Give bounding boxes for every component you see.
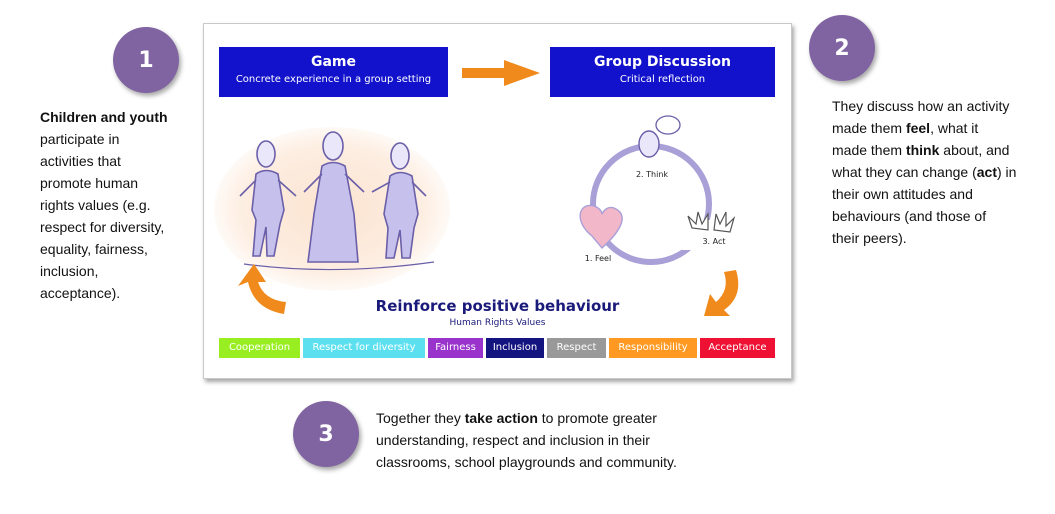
step-3-circle: 3 [293, 401, 359, 467]
step-1-bold-text: Children and youth [40, 109, 168, 125]
step-2-text-a: They discuss how an activity made them [832, 98, 1010, 136]
reinforce-subtitle: Human Rights Values [449, 318, 546, 328]
value-chip-acceptance: Acceptance [700, 338, 775, 358]
step-2-description: They discuss how an activity made them f… [832, 95, 1017, 249]
cycle-act-label: 3. Act [702, 237, 725, 246]
group-discussion-subtitle: Critical reflection [619, 74, 706, 85]
curved-arrow-up-icon [238, 264, 286, 314]
take-action-bold: take action [464, 410, 538, 426]
step-3-description: Together they take action to promote gre… [376, 407, 696, 473]
hands-icon [682, 211, 738, 250]
value-chip-respect: Respect [547, 338, 606, 358]
reinforce-title: Reinforce positive behaviour [375, 297, 620, 315]
value-chip-responsibility: Responsibility [609, 338, 697, 358]
group-discussion-title: Group Discussion [594, 54, 731, 70]
step-2-text-d: ) in their own attitudes and behaviours … [832, 164, 1017, 246]
step-1-description: Children and youth participate in activi… [40, 106, 170, 304]
value-chip-inclusion: Inclusion [486, 338, 544, 358]
figure-illustration: 2. Think 1. Feel 3. Act [214, 60, 739, 316]
game-title: Game [310, 54, 357, 70]
think-icon [627, 115, 681, 180]
value-chip-respect-for-diversity: Respect for diversity [303, 338, 425, 358]
step-2-circle: 2 [809, 15, 875, 81]
value-chip-cooperation: Cooperation [219, 338, 300, 358]
value-chip-fairness: Fairness [428, 338, 483, 358]
children-illustration [239, 131, 435, 271]
game-subtitle: Concrete experience in a group setting [235, 74, 432, 85]
step-1-text: participate in activities that promote h… [40, 131, 165, 301]
experiential-learning-figure: Game Concrete experience in a group sett… [203, 23, 792, 379]
feel-bold: feel [905, 120, 931, 136]
game-box: Game Concrete experience in a group sett… [219, 47, 448, 97]
values-row: Cooperation Respect for diversity Fairne… [219, 338, 775, 358]
cycle-feel-label: 1. Feel [585, 254, 611, 263]
step-2-text-c: about, and what they can change ( [832, 142, 1010, 180]
act-bold: act [976, 164, 997, 180]
step-3-text-b: to promote greater understanding, respec… [376, 410, 677, 470]
step-1-circle: 1 [113, 27, 179, 93]
step-3-text-a: Together they [376, 410, 465, 426]
group-discussion-box: Group Discussion Critical reflection [550, 47, 775, 97]
heart-icon [579, 204, 623, 250]
right-arrow-icon [462, 60, 540, 86]
curved-arrow-down-icon [704, 270, 739, 316]
step-2-text-b: , what it made them [832, 120, 979, 158]
cycle-think-label: 2. Think [636, 170, 668, 179]
think-bold: think [905, 142, 940, 158]
